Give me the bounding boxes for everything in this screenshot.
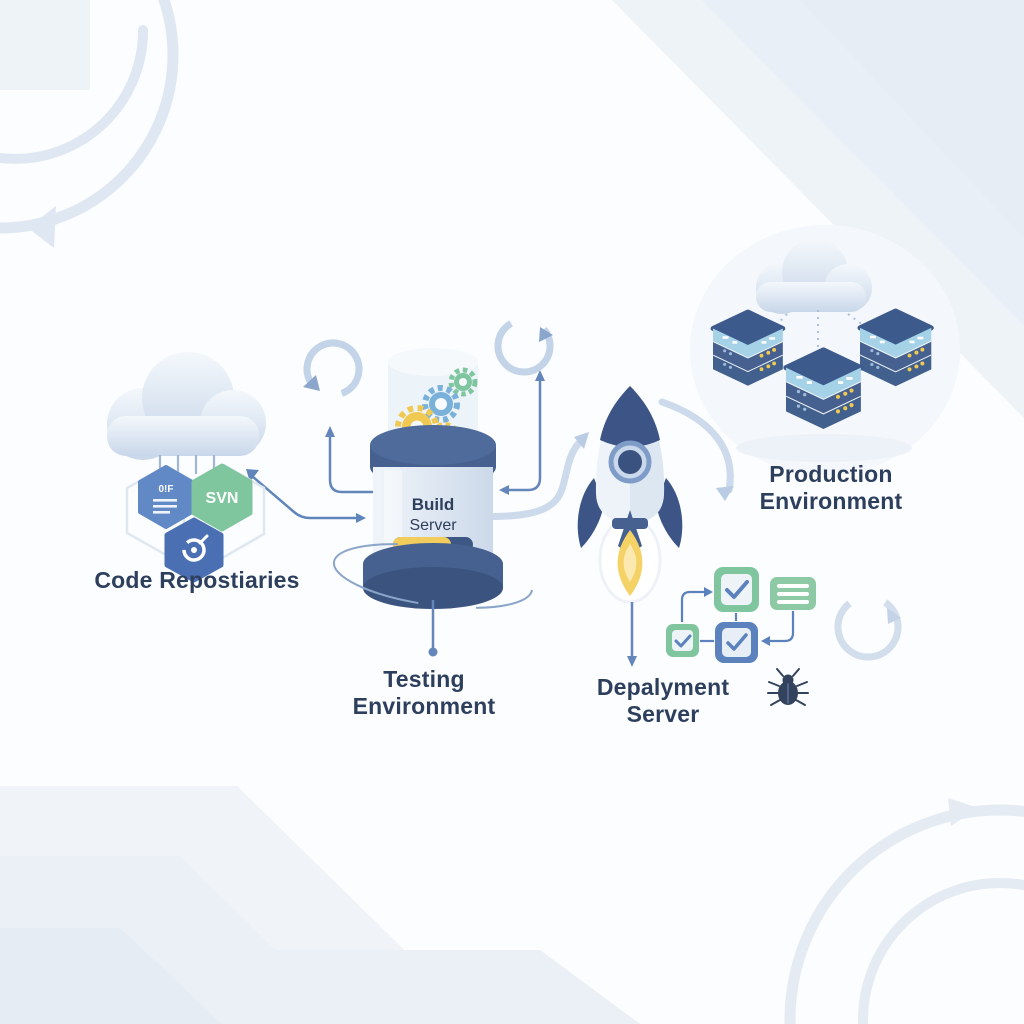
arrowhead-icon xyxy=(948,798,978,826)
rocket-nose xyxy=(600,386,660,447)
production-line1: Production xyxy=(769,461,893,487)
code-repositories-text: Code Repostiaries xyxy=(94,567,300,593)
arrowhead-icon xyxy=(704,587,713,597)
arrow-build-to-rocket xyxy=(462,432,589,521)
svg-text:SVN: SVN xyxy=(206,490,239,507)
arrow-rocket-to-deployment-curve xyxy=(658,398,734,501)
production-cloud-icon xyxy=(756,239,872,314)
code-repositories-label: Code Repostiaries xyxy=(94,567,299,594)
arrow-build-up-left xyxy=(325,426,380,494)
deployment-line2: Server xyxy=(626,701,700,727)
rocket-icon xyxy=(577,386,683,604)
testing-line1: Testing xyxy=(383,666,465,692)
arrowhead-icon xyxy=(303,375,320,391)
checklist-connectors xyxy=(680,590,795,643)
arrowhead-icon xyxy=(627,656,637,667)
svn-hexagon-icon: SVN xyxy=(191,463,253,532)
arrowhead-icon xyxy=(761,636,770,646)
build-label-line2: Server xyxy=(409,517,457,534)
checklist-notes-icon xyxy=(770,577,816,610)
testing-line2: Environment xyxy=(352,693,496,719)
testing-environment-label: Testing Environment xyxy=(353,666,496,720)
bug-icon xyxy=(767,668,809,706)
arrow-down-into-build-right xyxy=(499,370,545,495)
cycle-arc-decoration-bottom-right xyxy=(784,798,1024,1024)
checklist-flow-icon xyxy=(666,567,816,663)
svg-text:0!F: 0!F xyxy=(159,484,174,495)
server-base xyxy=(363,543,503,609)
build-label-line1: Build xyxy=(412,495,455,514)
arrowhead-icon xyxy=(28,206,56,248)
build-server-icon: Build Server xyxy=(332,348,534,609)
arrowhead-icon xyxy=(574,432,589,449)
repository-cloud-icon xyxy=(107,352,266,460)
refresh-cycle-icon xyxy=(303,339,363,399)
arrowhead-icon xyxy=(887,608,901,624)
refresh-cycle-icon xyxy=(834,593,902,661)
template-mask xyxy=(0,0,90,90)
deployment-server-label: Depalyment Server xyxy=(597,674,729,728)
refresh-cycle-icon xyxy=(494,316,554,376)
production-line2: Environment xyxy=(759,488,903,514)
cycle-arc-decoration-top-left xyxy=(0,0,179,248)
arrowhead-icon xyxy=(325,426,335,437)
arrowhead-icon xyxy=(356,513,366,523)
git-hexagon-icon: 0!F xyxy=(138,465,194,529)
production-environment-label: Production Environment xyxy=(760,461,903,515)
arrowhead-icon xyxy=(499,485,509,495)
orbit-arc xyxy=(332,543,534,609)
server-shadow xyxy=(736,434,912,462)
arrowhead-icon xyxy=(535,370,545,381)
corner-decoration-bottom-left xyxy=(0,786,640,1024)
checkbox-small-green-icon xyxy=(666,624,699,657)
rocket-flame-inner xyxy=(623,544,637,582)
connector-dot xyxy=(428,647,438,657)
arrowhead-icon xyxy=(539,327,553,342)
git-logo-hexagon-icon xyxy=(164,517,224,583)
checkbox-blue-icon xyxy=(715,622,758,663)
arrow-rocket-to-deployment-label xyxy=(627,602,637,667)
connector-build-to-testing xyxy=(428,600,438,657)
arrowhead-icon xyxy=(716,486,734,501)
deployment-line1: Depalyment xyxy=(596,674,730,700)
checkbox-large-green-icon xyxy=(714,567,759,612)
